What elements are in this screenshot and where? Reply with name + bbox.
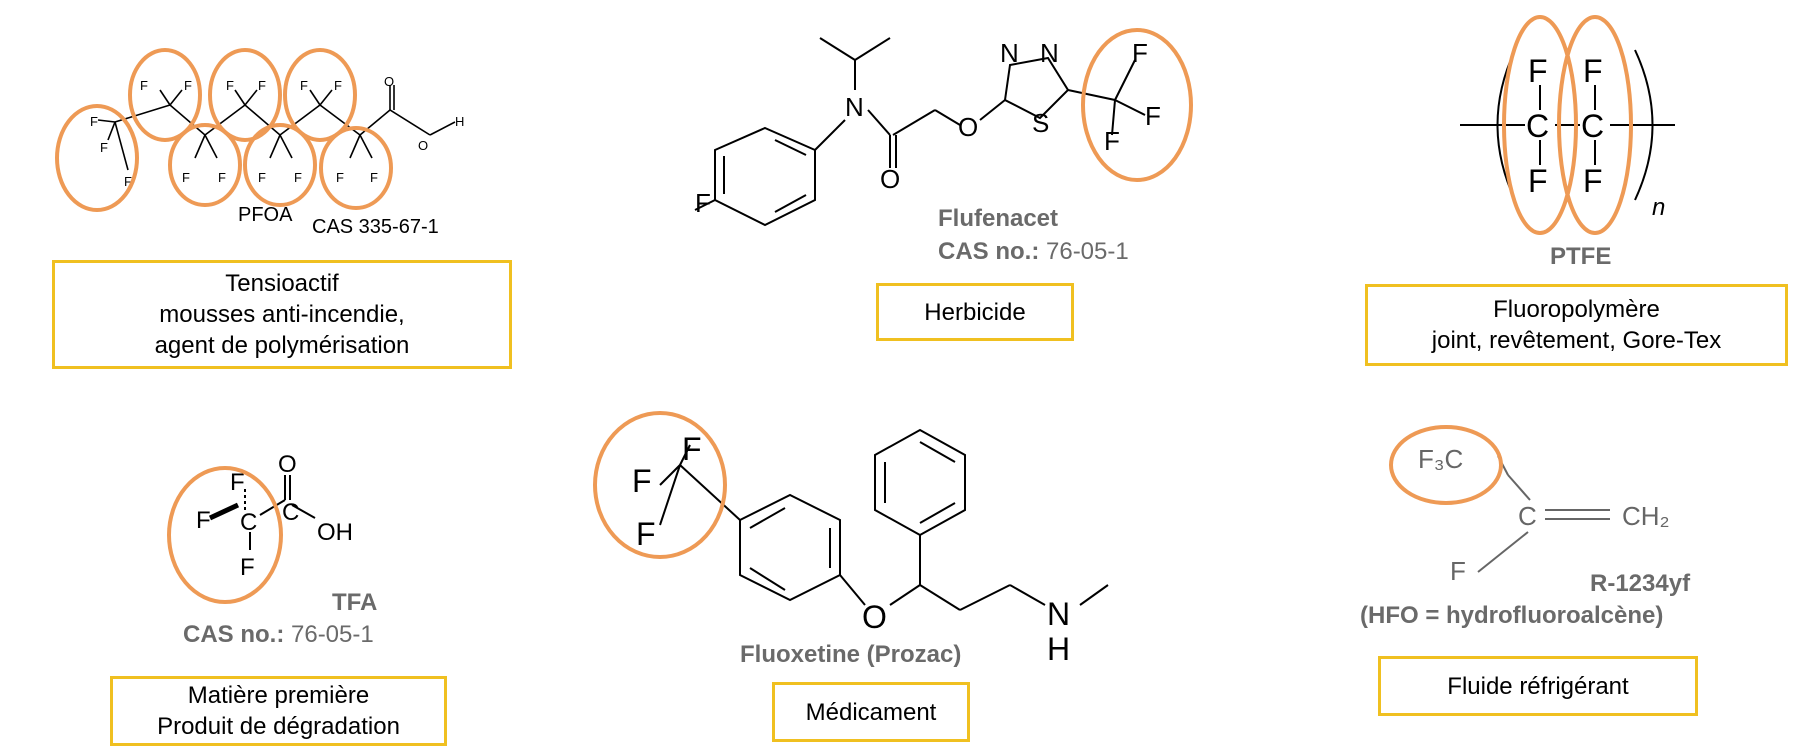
fluoxetine-aryl-ring — [739, 493, 841, 602]
svg-text:O: O — [418, 138, 428, 153]
svg-text:F: F — [1450, 556, 1466, 586]
svg-text:F: F — [1583, 163, 1603, 199]
svg-text:F: F — [100, 140, 108, 155]
svg-text:F₃C: F₃C — [1418, 444, 1463, 474]
svg-text:F: F — [140, 78, 148, 93]
svg-text:C: C — [1581, 108, 1604, 144]
svg-text:F: F — [370, 170, 378, 185]
svg-text:O: O — [384, 74, 394, 89]
svg-text:CH₂: CH₂ — [1622, 501, 1670, 531]
svg-text:F: F — [1145, 101, 1161, 131]
svg-text:F: F — [124, 174, 132, 189]
svg-text:F: F — [1583, 53, 1603, 89]
tfa-cas: CAS no.: 76-05-1 — [183, 621, 374, 648]
svg-text:F: F — [226, 78, 234, 93]
svg-text:F: F — [182, 170, 190, 185]
pfoa-name: PFOA — [238, 204, 293, 226]
r1234yf-use-box: Fluide réfrigérant — [1378, 656, 1698, 716]
svg-text:O: O — [278, 451, 297, 478]
r1234yf-subname: (HFO = hydrofluoroalcène) — [1360, 602, 1664, 629]
svg-text:OH: OH — [317, 519, 353, 546]
svg-text:F: F — [636, 516, 656, 552]
svg-text:F: F — [184, 78, 192, 93]
ptfe-use-box: Fluoropolymère joint, revêtement, Gore-T… — [1365, 284, 1788, 366]
flufenacet-cas: CAS no.: 76-05-1 — [938, 238, 1129, 265]
svg-text:F: F — [632, 463, 652, 499]
svg-text:F: F — [1528, 53, 1548, 89]
fluoxetine-phenyl-ring — [874, 428, 966, 537]
flufenacet-name: Flufenacet — [938, 205, 1059, 232]
svg-text:F: F — [336, 170, 344, 185]
fluoxetine-name: Fluoxetine (Prozac) — [740, 641, 962, 668]
svg-text:F: F — [196, 507, 211, 534]
svg-text:N: N — [1000, 38, 1019, 68]
svg-text:N: N — [1047, 596, 1070, 632]
svg-text:F: F — [258, 78, 266, 93]
svg-text:C: C — [1518, 501, 1537, 531]
svg-text:F: F — [240, 554, 255, 581]
pfoa-cas: CAS 335-67-1 — [312, 216, 439, 238]
r1234yf-name: R-1234yf — [1590, 570, 1691, 597]
ptfe-name: PTFE — [1550, 243, 1612, 270]
svg-text:F: F — [294, 170, 302, 185]
tfa-name: TFA — [332, 589, 378, 616]
svg-text:F: F — [1104, 126, 1120, 156]
fluoxetine-use-box: Médicament — [772, 682, 970, 742]
svg-text:F: F — [695, 188, 711, 218]
svg-text:O: O — [880, 164, 900, 194]
svg-text:F: F — [1132, 38, 1148, 68]
thiadiazole-ring — [1003, 56, 1070, 120]
svg-text:H: H — [1047, 631, 1070, 667]
svg-text:O: O — [862, 599, 887, 635]
svg-text:S: S — [1032, 108, 1049, 138]
svg-text:F: F — [682, 431, 702, 467]
svg-text:C: C — [240, 509, 257, 536]
svg-text:F: F — [218, 170, 226, 185]
flufenacet-benzene — [714, 126, 816, 227]
svg-text:C: C — [1526, 108, 1549, 144]
svg-text:N: N — [1040, 38, 1059, 68]
svg-text:F: F — [258, 170, 266, 185]
svg-text:F: F — [334, 78, 342, 93]
svg-text:F: F — [300, 78, 308, 93]
svg-text:C: C — [282, 499, 299, 526]
pfoa-use-box: Tensioactif mousses anti-incendie, agent… — [52, 260, 512, 369]
atom-label: F — [90, 114, 98, 129]
svg-text:N: N — [845, 92, 864, 122]
svg-text:F: F — [1528, 163, 1548, 199]
svg-text:O: O — [958, 112, 978, 142]
svg-text:n: n — [1652, 194, 1665, 221]
tfa-use-box: Matière première Produit de dégradation — [110, 676, 447, 746]
svg-text:H: H — [455, 114, 464, 129]
svg-text:F: F — [230, 469, 245, 496]
flufenacet-use-box: Herbicide — [876, 283, 1074, 341]
